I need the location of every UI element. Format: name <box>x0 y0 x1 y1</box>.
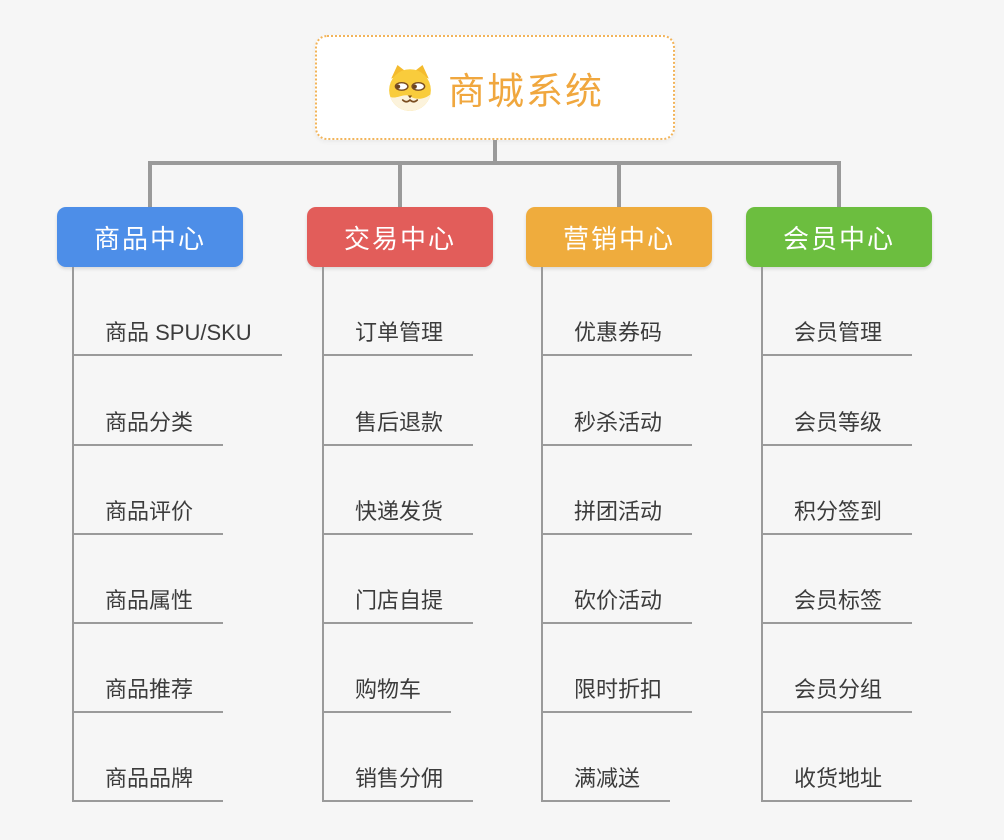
topic-item[interactable]: 积分签到 <box>762 497 913 535</box>
root-title: 商城系统 <box>448 70 604 112</box>
branch-node-member-center[interactable]: 会员中心 <box>746 207 932 267</box>
topic-item[interactable]: 商品推荐 <box>73 675 224 713</box>
branch-member-center: 会员中心 会员管理 会员等级 积分签到 会员标签 会员分组 收货地址 <box>746 207 932 807</box>
root-node[interactable]: 商城系统 <box>315 35 675 140</box>
topic-item[interactable]: 商品评价 <box>73 497 224 535</box>
topic-item[interactable]: 收货地址 <box>762 764 913 802</box>
topic-item[interactable]: 商品属性 <box>73 586 224 624</box>
topic-item[interactable]: 门店自提 <box>323 586 474 624</box>
topic-item[interactable]: 商品分类 <box>73 408 224 446</box>
topic-item[interactable]: 售后退款 <box>323 408 474 446</box>
branch-product-center: 商品中心 商品 SPU/SKU 商品分类 商品评价 商品属性 商品推荐 商品品牌 <box>57 207 282 807</box>
topic-item[interactable]: 拼团活动 <box>542 497 693 535</box>
topic-item[interactable]: 会员管理 <box>762 318 913 356</box>
topic-item[interactable]: 会员等级 <box>762 408 913 446</box>
topic-item[interactable]: 商品 SPU/SKU <box>73 318 282 356</box>
topic-item[interactable]: 购物车 <box>323 675 452 713</box>
connector-root-stem <box>493 140 497 163</box>
topic-item[interactable]: 优惠券码 <box>542 318 693 356</box>
connector-horizontal-bar <box>148 161 841 165</box>
topic-item[interactable]: 砍价活动 <box>542 586 693 624</box>
topic-item[interactable]: 商品品牌 <box>73 764 224 802</box>
topic-item[interactable]: 快递发货 <box>323 497 474 535</box>
connector-drop-trade <box>398 161 402 207</box>
topic-item[interactable]: 订单管理 <box>323 318 474 356</box>
topic-item[interactable]: 限时折扣 <box>542 675 693 713</box>
topic-item[interactable]: 会员标签 <box>762 586 913 624</box>
topic-item[interactable]: 销售分佣 <box>323 764 474 802</box>
topic-item[interactable]: 满减送 <box>542 764 671 802</box>
dog-face-icon <box>389 64 431 111</box>
topic-item[interactable]: 秒杀活动 <box>542 408 693 446</box>
connector-drop-product <box>148 161 152 207</box>
branch-node-trade-center[interactable]: 交易中心 <box>307 207 493 267</box>
branch-node-product-center[interactable]: 商品中心 <box>57 207 243 267</box>
connector-drop-marketing <box>617 161 621 207</box>
branch-trade-center: 交易中心 订单管理 售后退款 快递发货 门店自提 购物车 销售分佣 <box>307 207 493 807</box>
branch-node-marketing-center[interactable]: 营销中心 <box>526 207 712 267</box>
topic-item[interactable]: 会员分组 <box>762 675 913 713</box>
branch-marketing-center: 营销中心 优惠券码 秒杀活动 拼团活动 砍价活动 限时折扣 满减送 <box>526 207 712 807</box>
connector-drop-member <box>837 161 841 207</box>
